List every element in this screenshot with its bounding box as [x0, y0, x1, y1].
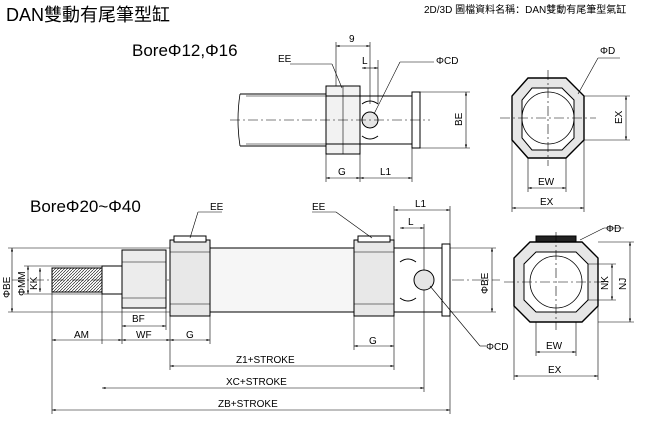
large-am-label: AM — [74, 330, 89, 341]
bottom-d-label: ΦD — [606, 224, 621, 235]
large-g-left-label: G — [186, 330, 194, 341]
file-name-note: 2D/3D 圖檔資料名稱：DAN雙動有尾筆型氣缸 — [424, 5, 627, 16]
bottom-nk-label: NK — [600, 276, 611, 290]
large-ee-right-label: EE — [312, 202, 326, 213]
large-bore-heading: BoreΦ20~Φ40 — [30, 197, 141, 216]
small-cd-label: ΦCD — [436, 56, 458, 67]
large-l1-label: L1 — [415, 199, 427, 210]
large-bf-label: BF — [132, 314, 145, 325]
large-bore-side-view — [8, 206, 500, 414]
small-ee-label: EE — [278, 54, 292, 65]
large-l-label: L — [408, 217, 414, 228]
large-wf-label: WF — [136, 330, 152, 341]
small-g-label: G — [338, 167, 346, 178]
large-zb-label: ZB+STROKE — [218, 399, 278, 410]
small-l-label: L — [362, 56, 368, 67]
large-be-right-label: ΦBE — [480, 272, 491, 294]
large-be-left-label: ΦBE — [2, 276, 13, 298]
small-bore-heading: BoreΦ12,Φ16 — [132, 41, 238, 60]
top-ew-label: EW — [538, 177, 555, 188]
bottom-ew-label: EW — [546, 341, 563, 352]
small-l1-label: L1 — [380, 167, 392, 178]
large-ee-left-label: EE — [210, 202, 224, 213]
large-mm-label: ΦMM — [17, 271, 28, 296]
page-title: DAN雙動有尾筆型缸 — [6, 5, 171, 25]
large-z1-label: Z1+STROKE — [236, 355, 295, 366]
top-d-label: ΦD — [600, 46, 615, 57]
large-xc-label: XC+STROKE — [226, 377, 287, 388]
small-be-label: BE — [454, 112, 465, 126]
top-ex-label: EX — [540, 197, 554, 208]
bottom-ex-label: EX — [548, 365, 562, 376]
large-g-right-label: G — [369, 336, 377, 347]
large-cd-label: ΦCD — [486, 342, 508, 353]
small-nine-label: 9 — [349, 34, 355, 45]
top-end-view — [500, 57, 630, 212]
top-ex-side-label: EX — [614, 110, 625, 124]
bottom-nj-label: NJ — [618, 278, 629, 290]
small-bore-side-view — [230, 42, 470, 182]
large-kk-label: KK — [29, 276, 40, 290]
bottom-end-view — [504, 227, 634, 380]
